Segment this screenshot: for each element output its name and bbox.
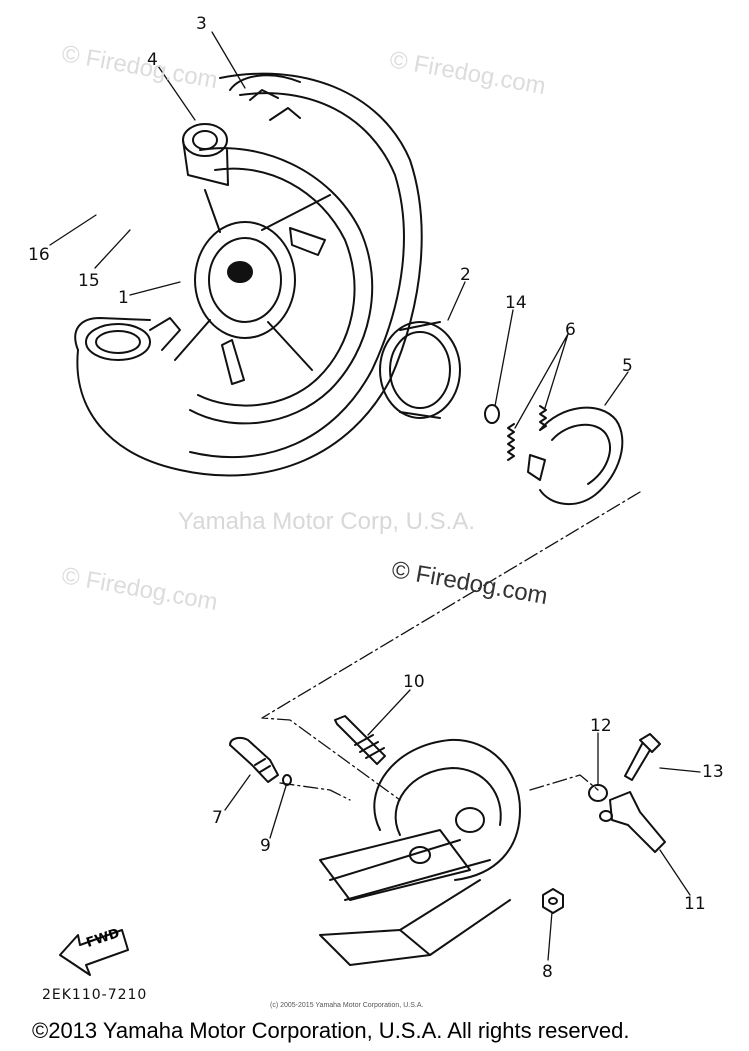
callout-10: 10	[403, 672, 425, 692]
brake-plate-swing-arm	[319, 738, 521, 966]
callout-6: 6	[565, 320, 576, 340]
part-6-spring-b	[539, 405, 547, 431]
part-6-spring-a	[507, 423, 515, 461]
part-10-bolt	[334, 715, 386, 765]
part-7-shaft	[229, 736, 279, 783]
part-5-brake-shoe	[527, 406, 624, 506]
part-12-washer	[588, 784, 608, 802]
part-8-nut	[542, 888, 564, 914]
diagram-code: 2EK110-7210	[42, 987, 148, 1003]
callout-8: 8	[542, 962, 553, 982]
callout-16: 16	[28, 245, 50, 265]
part-13-bolt	[624, 733, 661, 781]
part-2-drum-ring	[379, 321, 461, 419]
callout-2: 2	[460, 265, 471, 285]
watermark-yamaha: Yamaha Motor Corp, U.S.A.	[178, 508, 475, 535]
part-9-o-ring	[282, 774, 292, 786]
small-notice: (c) 2005-2015 Yamaha Motor Corporation, …	[270, 1002, 424, 1009]
callout-9: 9	[260, 836, 271, 856]
callout-5: 5	[622, 356, 633, 376]
callout-15: 15	[78, 271, 100, 291]
copyright-notice: ©2013 Yamaha Motor Corporation, U.S.A. A…	[32, 1018, 630, 1043]
part-14-washer	[484, 404, 500, 424]
callout-12: 12	[590, 716, 612, 736]
callout-13: 13	[702, 762, 724, 782]
callout-11: 11	[684, 894, 706, 914]
callout-14: 14	[505, 293, 527, 313]
callout-3: 3	[196, 14, 207, 34]
callout-7: 7	[212, 808, 223, 828]
wheel-assembly	[74, 72, 423, 477]
fwd-arrow	[59, 929, 129, 976]
callout-1: 1	[118, 288, 129, 308]
part-11-cam-lever	[599, 791, 666, 853]
callout-4: 4	[147, 50, 158, 70]
